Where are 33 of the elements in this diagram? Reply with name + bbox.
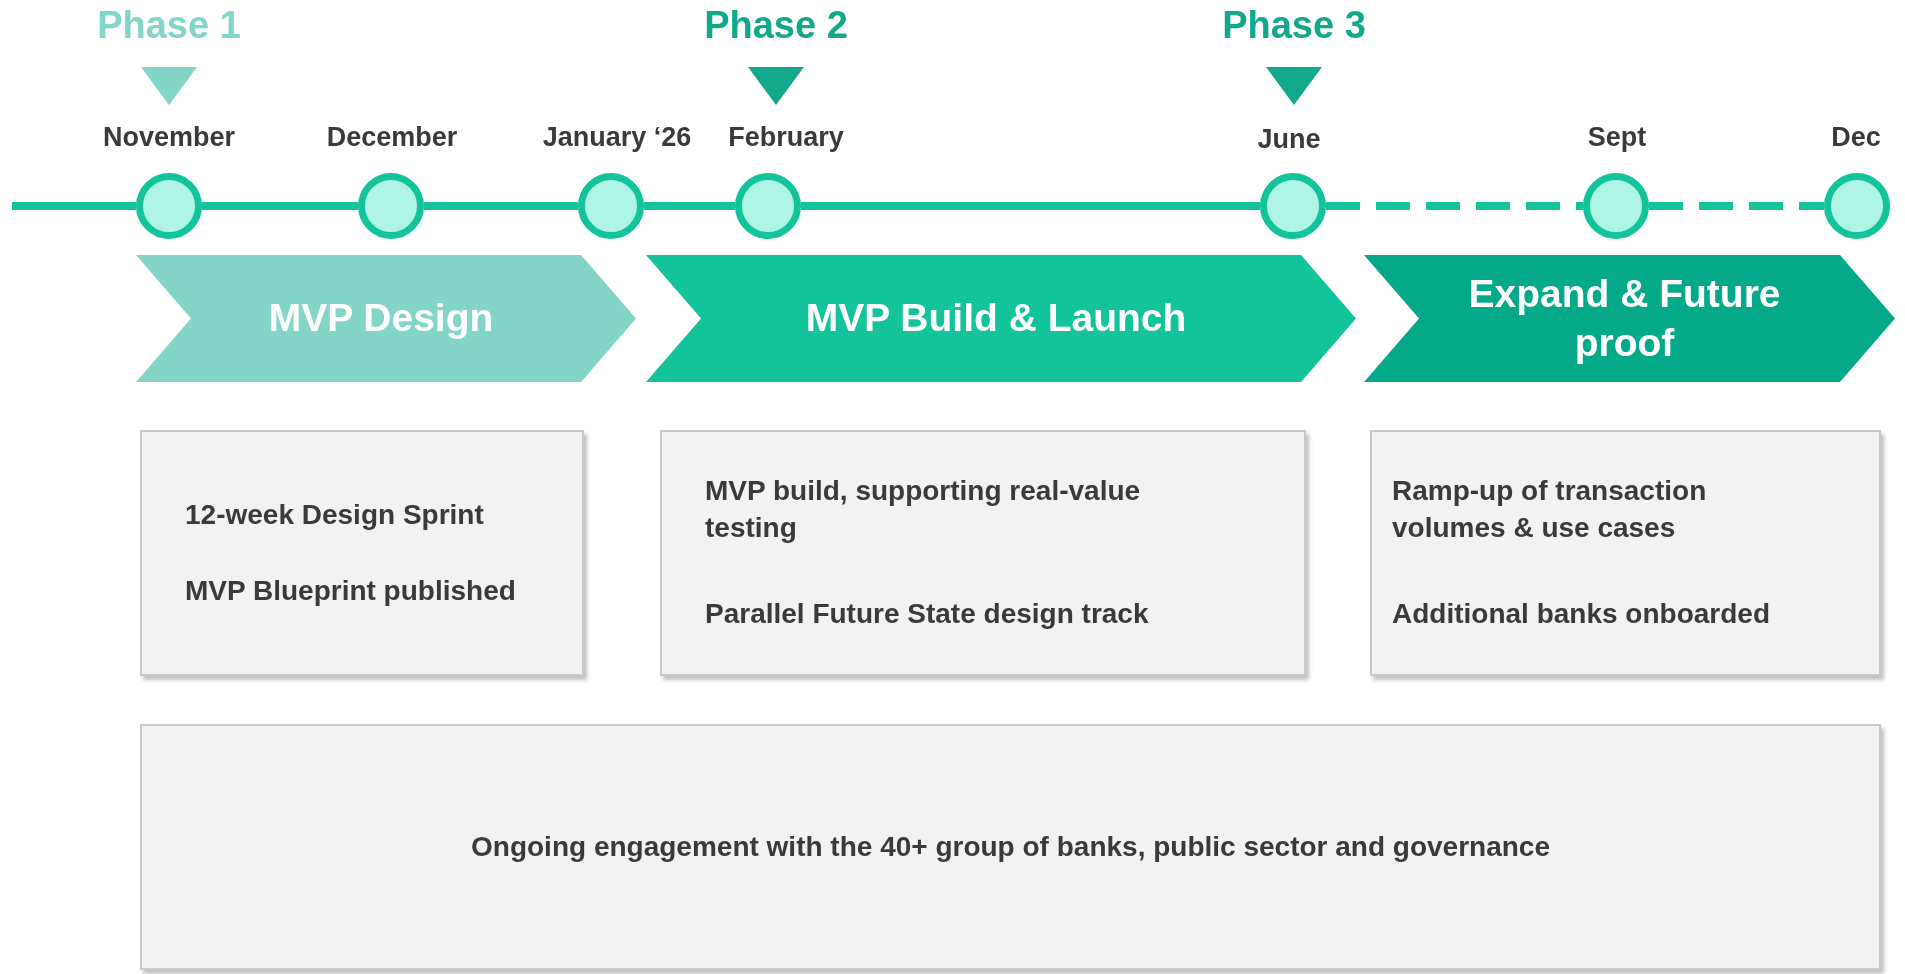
note-panel: [140, 724, 1881, 970]
phase-title: MVP Build & Launch: [805, 295, 1187, 342]
month-label: Dec: [1831, 122, 1881, 153]
phase-banner: [646, 255, 1356, 382]
activity-text: Parallel Future State design track: [705, 597, 1150, 632]
activity-text: Additional banks onboarded: [1392, 597, 1771, 632]
month-label: February: [728, 122, 844, 153]
activity-text: 12-week Design Sprint: [185, 497, 485, 532]
phase-title: MVP Design: [268, 295, 494, 342]
activity-text: Ongoing engagement with the 40+ group of banks, public sector and governance: [471, 829, 1550, 864]
phase-title: Expand & Future proof: [1467, 270, 1782, 366]
activity-card: [660, 430, 1306, 676]
dashed-timeline-line: [1326, 202, 1583, 210]
phase-banner: [1364, 255, 1895, 382]
timeline-line: [202, 202, 358, 210]
month-label: June: [1257, 124, 1321, 155]
phase-label: Phase 1: [97, 4, 241, 47]
timeline-line: [424, 202, 578, 210]
activity-text: MVP build, supporting real-value testing: [705, 474, 1142, 545]
month-label: Sept: [1587, 122, 1647, 153]
activity-card: [1370, 430, 1881, 676]
phase-label: Phase 2: [704, 4, 848, 47]
dashed-timeline-line: [1649, 202, 1824, 210]
month-label: December: [326, 122, 458, 153]
month-label: January ‘26: [542, 122, 692, 153]
activity-card: [140, 430, 584, 676]
phase-label: Phase 3: [1222, 4, 1366, 47]
activity-text: Ramp-up of transaction volumes & use cases: [1392, 474, 1708, 545]
month-label: November: [103, 122, 235, 153]
activity-text: MVP Blueprint published: [185, 574, 517, 608]
timeline-line: [644, 202, 735, 210]
timeline-line: [801, 202, 1260, 210]
phase-banner: [136, 255, 636, 382]
